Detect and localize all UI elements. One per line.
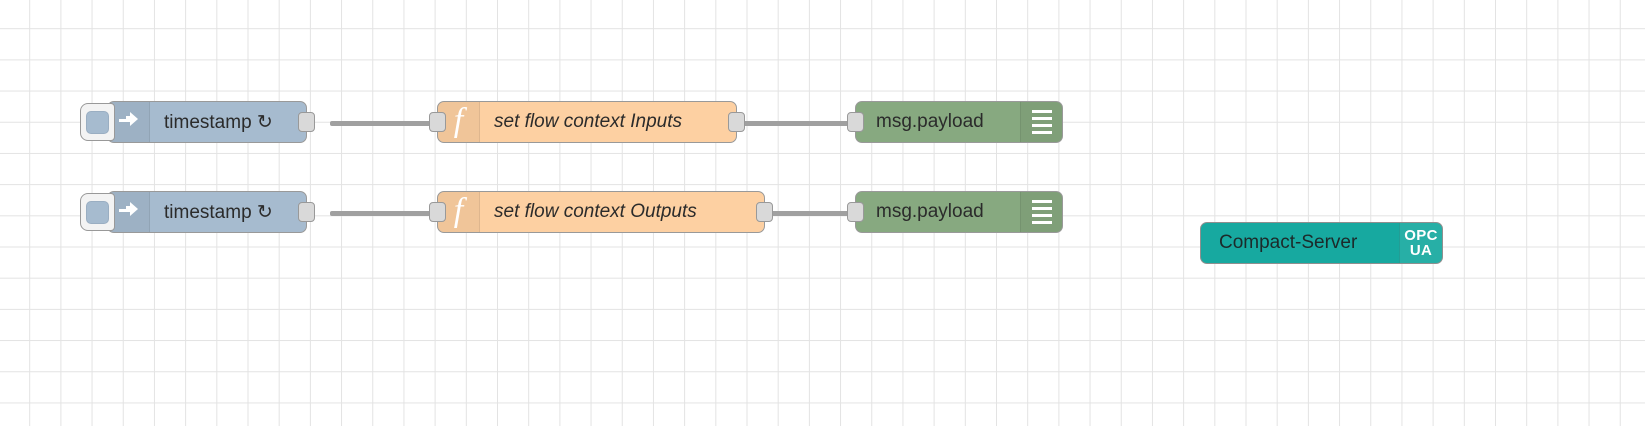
opc-ua-icon: OPC UA bbox=[1399, 223, 1442, 263]
debug-lines-icon bbox=[1020, 192, 1062, 232]
debug-line bbox=[1031, 117, 1052, 120]
debug-line bbox=[1031, 200, 1052, 203]
debug-node[interactable]: msg.payload bbox=[847, 101, 1084, 143]
function-input-port[interactable] bbox=[429, 202, 446, 222]
inject-trigger-button-inner bbox=[86, 200, 109, 224]
debug-enable-toggle-inner bbox=[1061, 110, 1079, 134]
debug-node-label: msg.payload bbox=[876, 201, 984, 222]
function-node[interactable]: f set flow context Inputs bbox=[429, 101, 745, 143]
debug-line bbox=[1031, 214, 1052, 217]
function-output-port[interactable] bbox=[756, 202, 773, 222]
inject-arrow-icon bbox=[108, 102, 150, 142]
function-node-label: set flow context Inputs bbox=[494, 111, 682, 132]
inject-node-label: timestamp ↻ bbox=[164, 111, 273, 133]
opc-ua-icon-line1: OPC bbox=[1404, 227, 1438, 244]
debug-node[interactable]: msg.payload bbox=[847, 191, 1084, 233]
function-node[interactable]: f set flow context Outputs bbox=[429, 191, 773, 233]
wire-inject-to-function bbox=[330, 211, 438, 216]
inject-trigger-button[interactable] bbox=[80, 103, 115, 141]
function-output-port[interactable] bbox=[728, 112, 745, 132]
wire-function-to-debug bbox=[765, 211, 859, 216]
inject-trigger-button[interactable] bbox=[80, 193, 115, 231]
inject-node-body[interactable]: timestamp ↻ bbox=[107, 101, 315, 143]
opcua-node-label: Compact-Server bbox=[1219, 232, 1358, 253]
function-node-label: set flow context Outputs bbox=[494, 201, 697, 222]
debug-line bbox=[1031, 131, 1052, 134]
debug-lines-icon bbox=[1020, 102, 1062, 142]
wire-function-to-debug bbox=[737, 121, 859, 126]
debug-line bbox=[1031, 221, 1052, 224]
inject-node-body[interactable]: timestamp ↻ bbox=[107, 191, 315, 233]
function-input-port[interactable] bbox=[429, 112, 446, 132]
inject-trigger-button-inner bbox=[86, 110, 109, 134]
wire-inject-to-function bbox=[330, 121, 438, 126]
debug-input-port[interactable] bbox=[847, 112, 864, 132]
debug-input-port[interactable] bbox=[847, 202, 864, 222]
debug-node-label: msg.payload bbox=[876, 111, 984, 132]
inject-node-label: timestamp ↻ bbox=[164, 201, 273, 223]
debug-line bbox=[1031, 124, 1052, 127]
debug-enable-toggle-inner bbox=[1061, 200, 1079, 224]
inject-output-port[interactable] bbox=[298, 202, 315, 222]
inject-node[interactable]: timestamp ↻ bbox=[80, 191, 315, 233]
debug-line bbox=[1031, 207, 1052, 210]
inject-node[interactable]: timestamp ↻ bbox=[80, 101, 315, 143]
debug-line bbox=[1031, 110, 1052, 113]
inject-output-port[interactable] bbox=[298, 112, 315, 132]
opc-ua-icon-line2: UA bbox=[1409, 242, 1433, 259]
inject-arrow-icon bbox=[108, 192, 150, 232]
opcua-server-node[interactable]: Compact-Server OPC UA bbox=[1200, 222, 1443, 264]
